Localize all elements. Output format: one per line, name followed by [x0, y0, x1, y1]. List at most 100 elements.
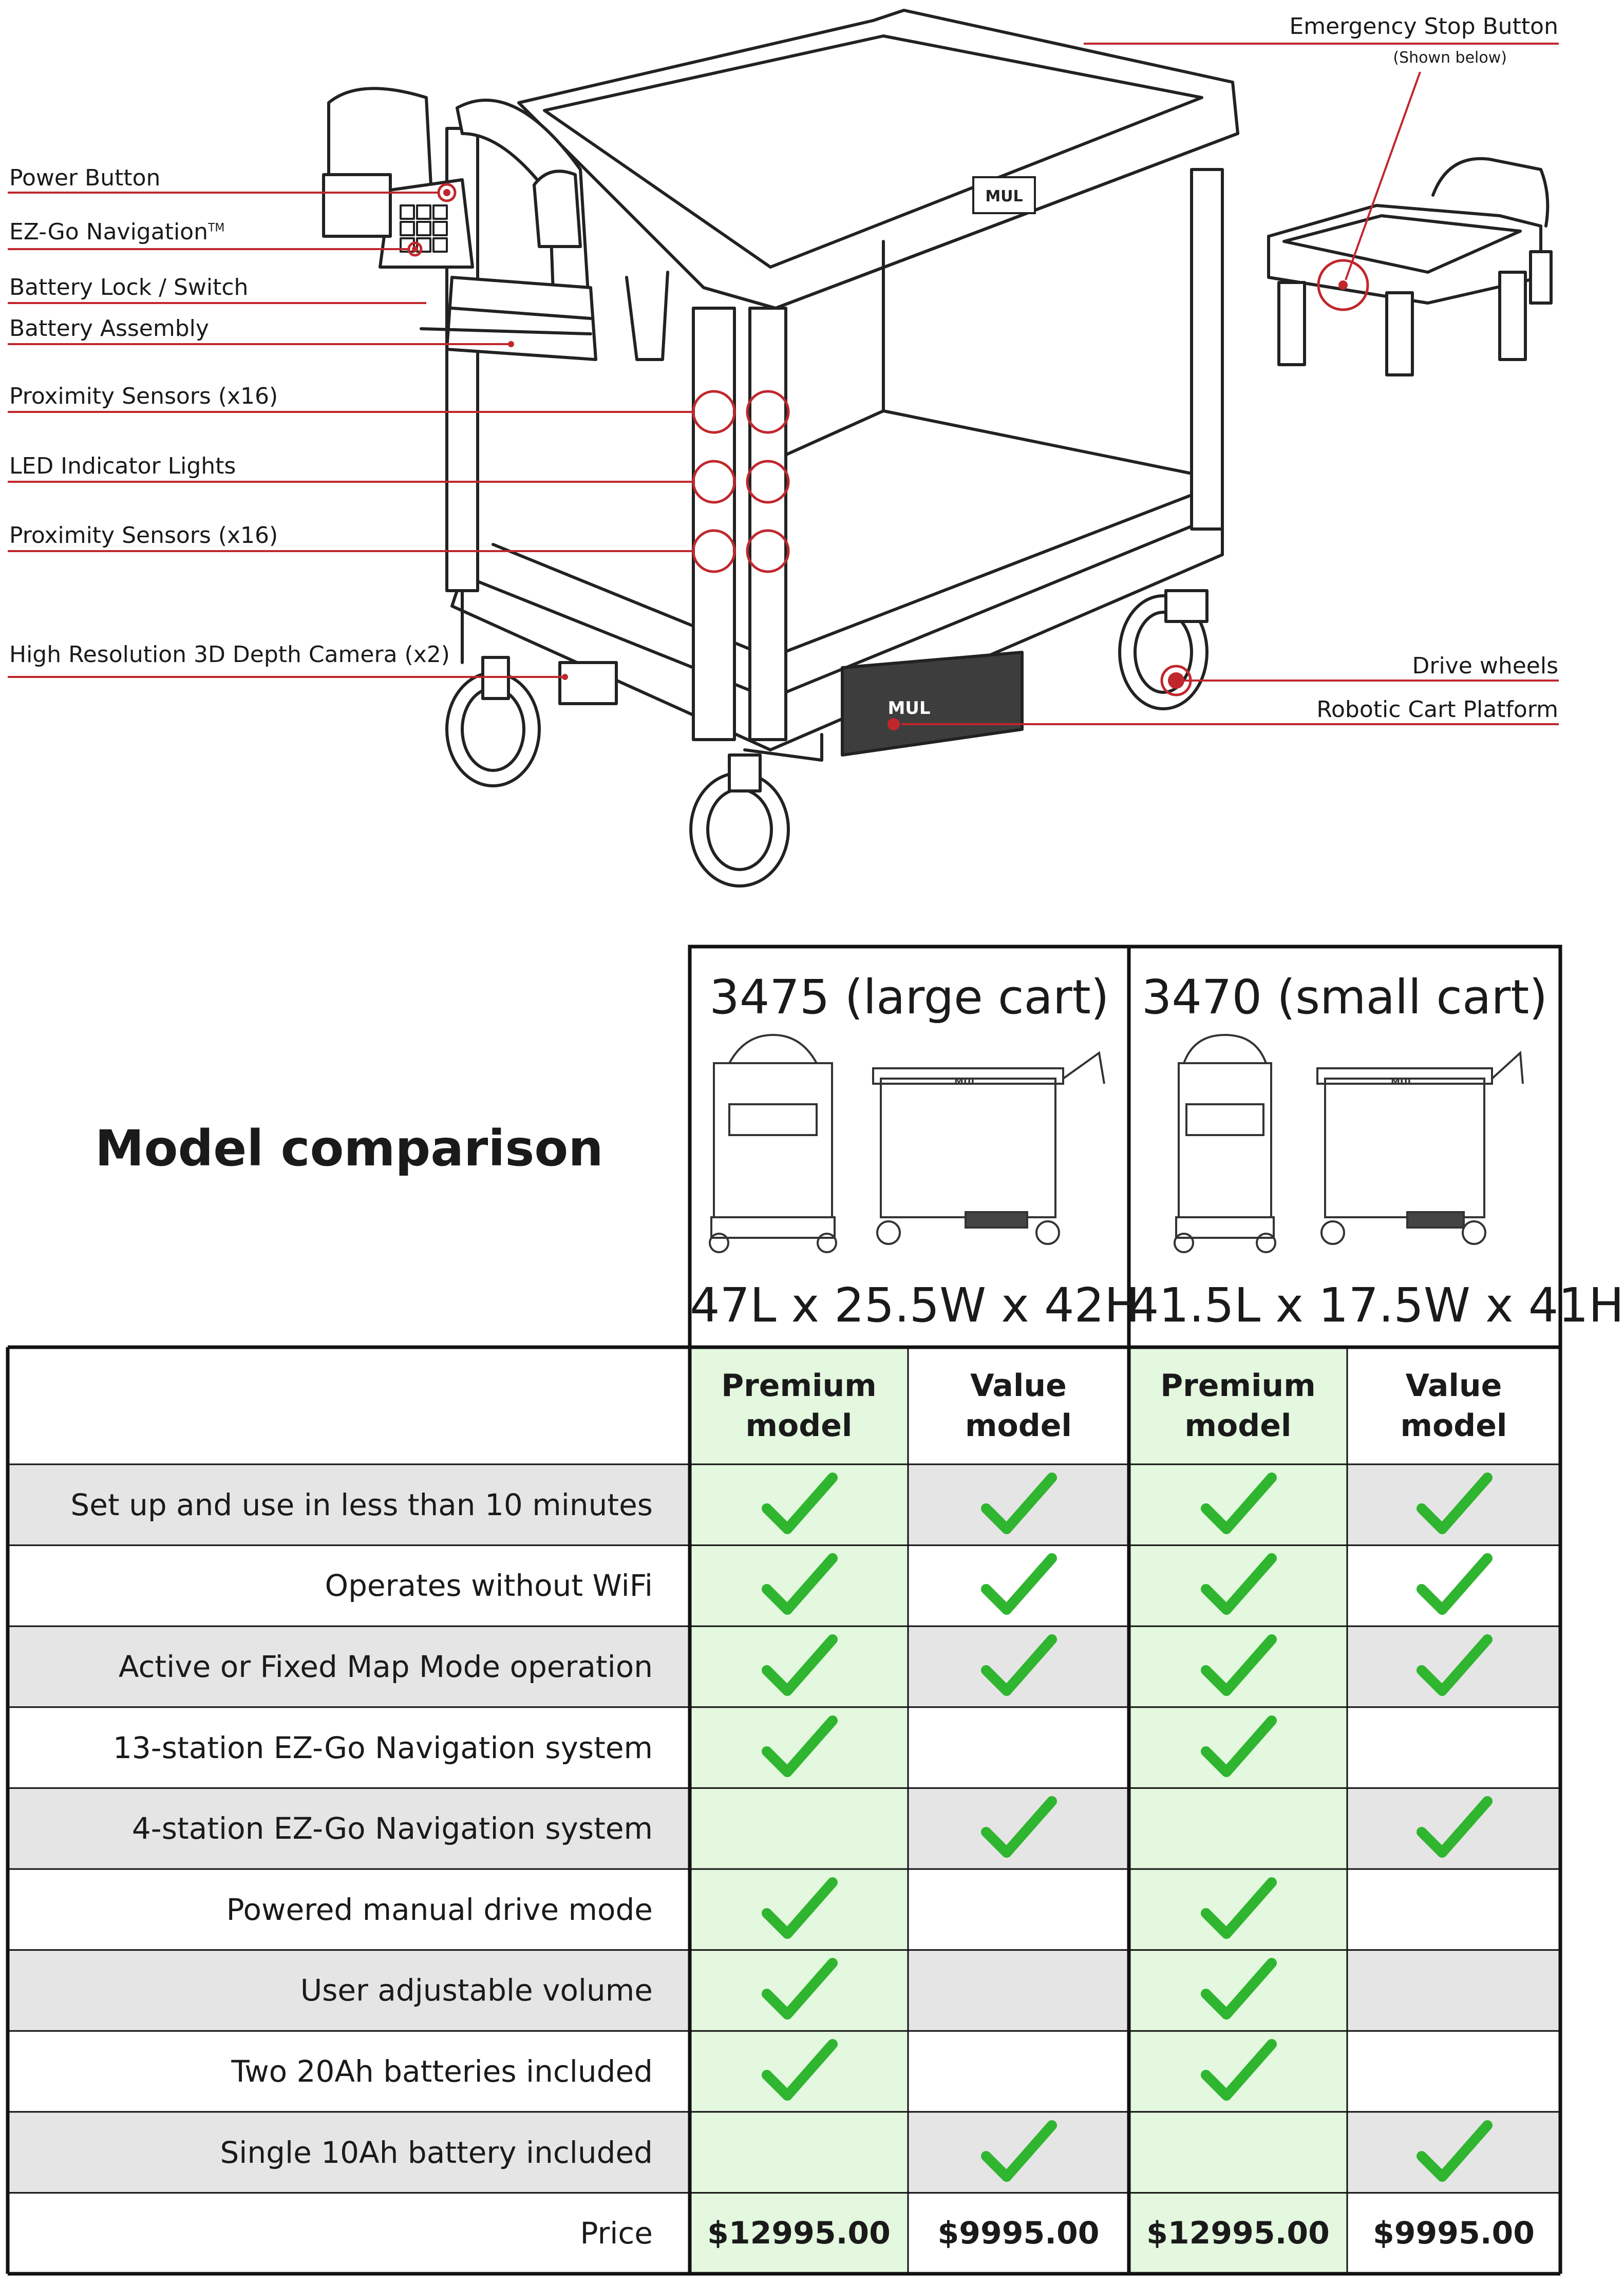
check-mark-cell [690, 1950, 908, 2031]
check-icon [1200, 1715, 1277, 1777]
check-icon [1416, 1796, 1493, 1858]
check-mark-cell [908, 2111, 1129, 2193]
empty-cell [1347, 1950, 1560, 2031]
check-mark-cell [908, 1788, 1129, 1869]
logo-text: MUL [985, 187, 1023, 205]
logo-plate-main: MUL [972, 176, 1036, 214]
feature-label: User adjustable volume [8, 1950, 690, 2031]
check-mark-cell [908, 1626, 1129, 1707]
check-mark-cell [1129, 1950, 1347, 2031]
label-depth-camera: High Resolution 3D Depth Camera (x2) [9, 641, 450, 668]
check-mark-cell [908, 1464, 1129, 1545]
thumb-logo-2: MUL [1391, 1077, 1413, 1087]
price-value: $9995.00 [937, 2215, 1100, 2252]
cart-diagram: MUL MUL [8, 9, 1559, 888]
leader-lines [8, 43, 1559, 725]
thumb-logo-1: MUL [954, 1077, 977, 1087]
logo-text-base: MUL [887, 698, 930, 719]
check-icon [1416, 1553, 1493, 1615]
feature-label: Two 20Ah batteries included [231, 2053, 653, 2089]
price-label: Price [580, 2216, 653, 2251]
empty-cell [690, 1788, 908, 1869]
check-icon [1200, 1634, 1277, 1696]
feature-label: Active or Fixed Map Mode operation [8, 1626, 690, 1707]
feature-label: Single 10Ah battery included [8, 2111, 690, 2193]
check-mark-cell [1129, 2031, 1347, 2112]
label-emergency-stop: Emergency Stop Button [1289, 13, 1558, 40]
label-proximity-sensors-top: Proximity Sensors (x16) [9, 383, 278, 409]
label-robotic-cart-platform: Robotic Cart Platform [1316, 696, 1558, 723]
model-title-3475: 3475 (large cart) [709, 970, 1109, 1025]
label-drive-wheels: Drive wheels [1412, 653, 1558, 679]
feature-label: Operates without WiFi [325, 1568, 653, 1603]
price-value: $12995.00 [690, 2193, 908, 2274]
label-power-button: Power Button [9, 165, 161, 191]
label-battery-lock: Battery Lock / Switch [9, 274, 249, 300]
check-mark-cell [1129, 1545, 1347, 1627]
empty-cell [1129, 1788, 1347, 1869]
check-icon [1200, 1553, 1277, 1615]
check-icon [981, 1796, 1057, 1858]
check-mark-cell [908, 1545, 1129, 1627]
check-icon [761, 2039, 838, 2101]
check-mark-cell [1129, 1707, 1347, 1788]
check-mark-cell [1347, 1545, 1560, 1627]
model-title-3470: 3470 (small cart) [1141, 970, 1548, 1025]
table-gridlines [6, 1345, 1562, 2276]
check-icon [981, 1553, 1057, 1615]
check-icon [761, 1958, 838, 2020]
label-battery-assembly: Battery Assembly [9, 315, 209, 342]
check-icon [981, 1472, 1057, 1534]
check-icon [761, 1634, 838, 1696]
check-mark-cell [690, 1545, 908, 1627]
check-icon [1416, 1634, 1493, 1696]
model-dims-3475: 47L x 25.5W x 42H [690, 1278, 1140, 1333]
proximity-sensor-callout-4 [746, 529, 790, 573]
label-emergency-stop-note: (Shown below) [1393, 49, 1507, 67]
trademark-mark: TM [207, 221, 225, 235]
check-icon [1200, 1877, 1277, 1939]
feature-label: Powered manual drive mode [226, 1892, 653, 1927]
check-mark-cell [1347, 1626, 1560, 1707]
check-mark-cell [690, 1626, 908, 1707]
label-ez-go-navigation: EZ-Go NavigationTM [9, 221, 224, 243]
label-ez-go-navigation-text: EZ-Go Navigation [9, 219, 208, 245]
check-mark-cell [1347, 1464, 1560, 1545]
check-mark-cell [1129, 1869, 1347, 1950]
check-icon [761, 1472, 838, 1534]
model-dims-3470: 41.5L x 17.5W x 41H [1129, 1278, 1624, 1333]
led-light-callout-2 [746, 460, 790, 504]
label-proximity-sensors-bottom: Proximity Sensors (x16) [9, 522, 278, 549]
price-value: $12995.00 [1129, 2193, 1347, 2274]
logo-plate-base: MUL [887, 698, 930, 719]
feature-label: 4-station EZ-Go Navigation system [8, 1788, 690, 1869]
price-value: $9995.00 [1372, 2215, 1535, 2252]
check-icon [981, 2120, 1057, 2182]
check-mark-cell [690, 1869, 908, 1950]
check-icon [1416, 2120, 1493, 2182]
check-icon [761, 1553, 838, 1615]
empty-cell [1129, 2111, 1347, 2193]
check-mark-cell [1347, 1788, 1560, 1869]
proximity-sensor-callout-2 [746, 390, 790, 434]
check-mark-cell [690, 1464, 908, 1545]
navigation-callout [407, 241, 423, 257]
check-icon [1416, 1472, 1493, 1534]
check-mark-cell [1129, 1626, 1347, 1707]
empty-cell [908, 1950, 1129, 2031]
check-icon [1200, 1958, 1277, 2020]
check-mark-cell [1347, 2111, 1560, 2193]
label-led-indicator-lights: LED Indicator Lights [9, 453, 236, 479]
check-icon [761, 1877, 838, 1939]
check-mark-cell [1129, 1464, 1347, 1545]
feature-label: Set up and use in less than 10 minutes [8, 1464, 690, 1545]
check-mark-cell [690, 2031, 908, 2112]
model-comparison-heading: Model comparison [95, 1120, 603, 1177]
check-icon [1200, 2039, 1277, 2101]
emergency-stop-callout [1317, 259, 1369, 311]
feature-label: 13-station EZ-Go Navigation system [113, 1730, 653, 1765]
